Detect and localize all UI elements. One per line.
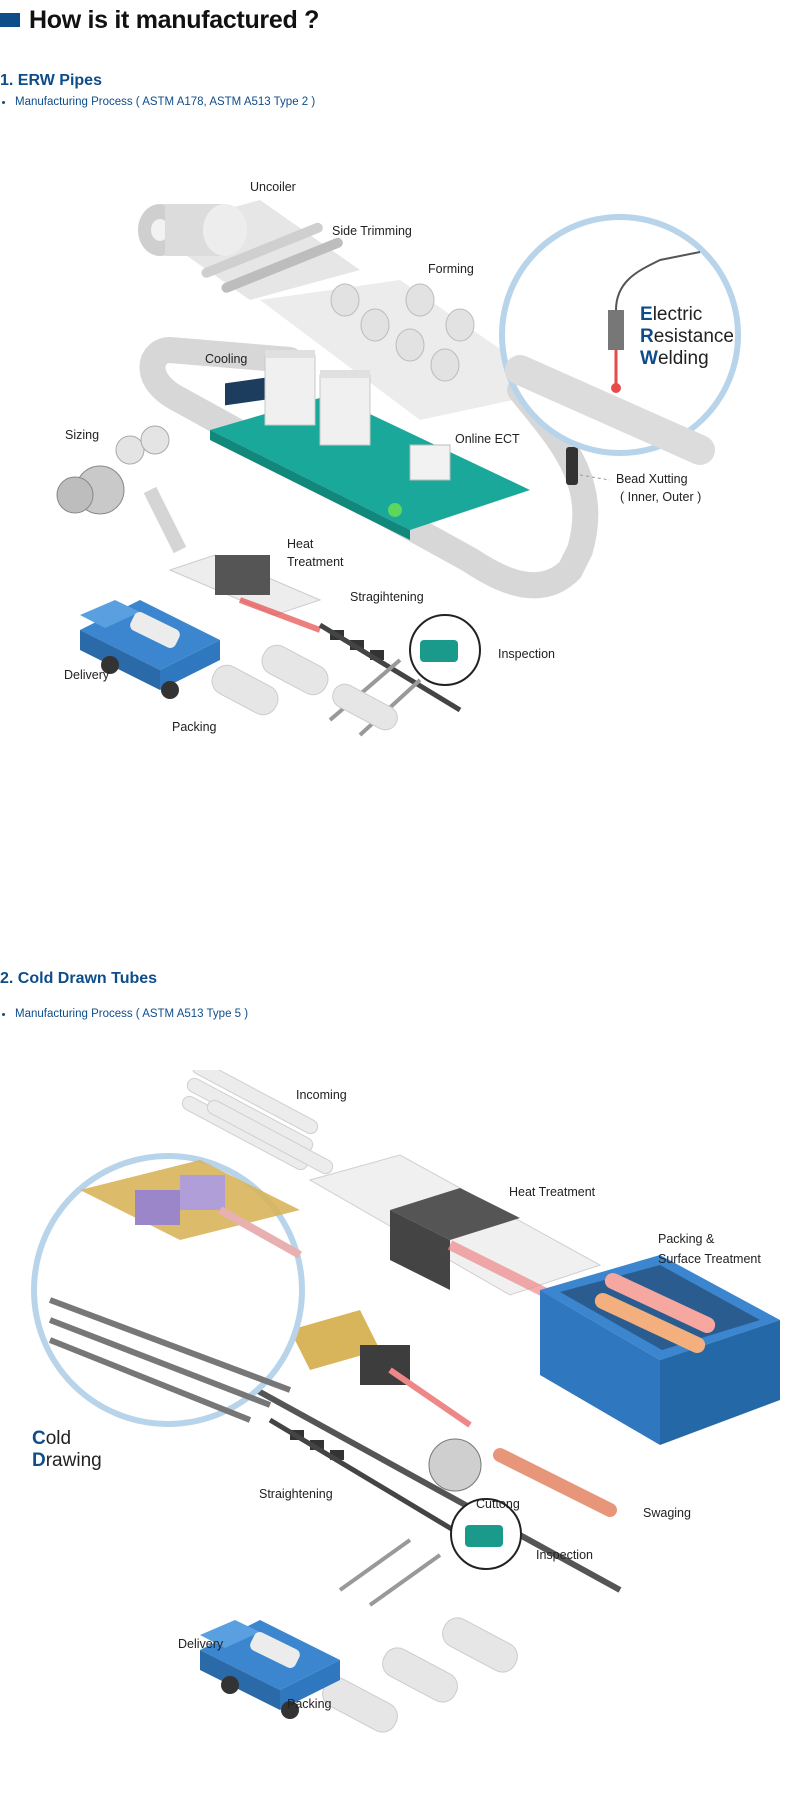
page-title: How is it manufactured ?: [29, 5, 320, 34]
delivery-truck: [200, 1620, 340, 1719]
heat-treatment-furnace: [168, 554, 322, 633]
bullet-text: Manufacturing Process ( ASTM A513 Type 5…: [15, 1008, 249, 1020]
section-bullet-erw: Manufacturing Process ( ASTM A178, ASTM …: [0, 96, 315, 108]
cooling-towers: [264, 350, 371, 446]
inspection-device: [420, 640, 458, 662]
straightening-rollers: [268, 1417, 472, 1543]
callout-line-1: Electric: [640, 304, 703, 325]
label-treatment: Treatment: [287, 555, 344, 569]
label-heat-treatment: Heat Treatment: [509, 1185, 596, 1199]
label-online-ect: Online ECT: [455, 432, 520, 446]
bullet-text: Manufacturing Process ( ASTM A178, ASTM …: [15, 96, 316, 108]
bullet-dot: [2, 100, 5, 104]
page-title-row: How is it manufactured ?: [0, 2, 319, 38]
callout-cold-drawing-text: Cold Drawing: [32, 1428, 102, 1472]
label-forming: Forming: [428, 262, 474, 276]
label-cuttong: Cuttong: [476, 1497, 520, 1511]
incoming-pipes: [181, 1070, 334, 1175]
erw-callout-circle: [499, 214, 741, 465]
delivery-truck: [80, 600, 220, 699]
label-packing: Packing: [172, 720, 217, 734]
label-bead-xutting-sub: ( Inner, Outer ): [620, 490, 702, 504]
packing-box: [540, 1255, 780, 1445]
label-side-trimming: Side Trimming: [332, 224, 412, 238]
erw-process-diagram: Uncoiler Side Trimming Forming Cooling S…: [0, 160, 812, 860]
bullet-dot: [2, 1012, 5, 1016]
callout-line-3: Welding: [640, 347, 709, 369]
cutting-saw: [428, 1438, 482, 1492]
label-sizing: Sizing: [65, 428, 100, 442]
section-heading-cold-drawn: 2. Cold Drawn Tubes: [0, 970, 158, 987]
swaging-pipe: [493, 1448, 617, 1517]
cold-drawn-illustration: [31, 1070, 780, 1733]
label-cooling: Cooling: [205, 352, 248, 366]
label-delivery: Delivery: [64, 668, 110, 682]
drawing-line: [218, 1310, 622, 1593]
bead-cutter: [566, 447, 578, 485]
packing-bundles: [322, 1538, 518, 1733]
label-packing-surface-sub: Surface Treatment: [658, 1252, 761, 1266]
pipe-bundles: [211, 644, 398, 731]
section-heading-erw: 1. ERW Pipes: [0, 72, 102, 89]
callout-line-1: Cold: [32, 1428, 72, 1449]
callout-erw-text: Electric Resistance Welding: [640, 304, 734, 370]
bead-cutter-leader: [579, 474, 611, 481]
callout-line-2: Resistance: [640, 325, 735, 347]
title-marker: [0, 13, 20, 27]
online-ect-device: [409, 444, 451, 481]
label-packing: Packing: [287, 1697, 332, 1711]
inspection-device: [465, 1525, 503, 1547]
label-bead-xutting: Bead Xutting: [616, 472, 688, 486]
sizing-saw: [56, 425, 187, 554]
callout-line-2: Drawing: [32, 1449, 102, 1471]
erw-illustration: [56, 200, 741, 737]
label-straightening: Straightening: [259, 1487, 333, 1501]
label-heat: Heat: [287, 537, 314, 551]
label-swaging: Swaging: [643, 1506, 691, 1520]
label-straightening: Stragihtening: [350, 590, 424, 604]
label-inspection: Inspection: [498, 647, 555, 661]
label-incoming: Incoming: [296, 1088, 347, 1102]
label-uncoiler: Uncoiler: [250, 180, 296, 194]
cold-drawing-callout-circle: [31, 1153, 305, 1427]
control-board: [210, 377, 530, 540]
label-packing-surface: Packing &: [658, 1232, 715, 1246]
cold-drawn-process-diagram: Incoming Heat Treatment Packing & Surfac…: [0, 1070, 812, 1809]
heat-treatment-line: [308, 1154, 602, 1305]
section-bullet-cold-drawn: Manufacturing Process ( ASTM A513 Type 5…: [0, 1008, 248, 1020]
label-inspection: Inspection: [536, 1548, 593, 1562]
forming-rollers: [330, 283, 475, 382]
label-delivery: Delivery: [178, 1637, 224, 1651]
